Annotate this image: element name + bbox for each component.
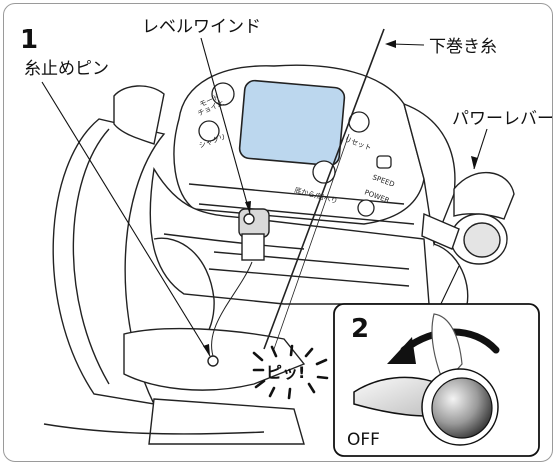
reel-illustration: モード チョイ止 シャクリ リセット 底から/船べり SPEED POWER (20, 17, 553, 457)
inset-panel: 2 OFF (333, 303, 540, 457)
mode-button (211, 82, 235, 106)
power-lever-label: パワーレバー (452, 109, 553, 129)
line-stopper-pin (207, 261, 253, 367)
figure-frame: モード チョイ止 シャクリ リセット 底から/船べり SPEED POWER (3, 3, 553, 462)
line-stopper-pin-label: 糸止めピン (24, 59, 109, 79)
level-wind-label: レベルワインド (142, 17, 261, 37)
off-label: OFF (347, 430, 380, 450)
reel-button-group (198, 82, 392, 217)
step-1-number: 1 (20, 25, 38, 55)
power-lever (421, 172, 515, 265)
jigging-button (198, 120, 220, 142)
pip-sound-text: ピッ! (266, 363, 305, 382)
level-wind (238, 208, 270, 261)
step-2-number: 2 (351, 314, 369, 344)
lcd-screen (238, 79, 346, 167)
speed-button (376, 155, 392, 169)
bottom-mode-button (312, 160, 336, 184)
pip-sound-burst (252, 344, 329, 400)
underline-strand (263, 28, 385, 350)
power-button (357, 199, 375, 217)
underline-label: 下巻き糸 (429, 37, 497, 57)
